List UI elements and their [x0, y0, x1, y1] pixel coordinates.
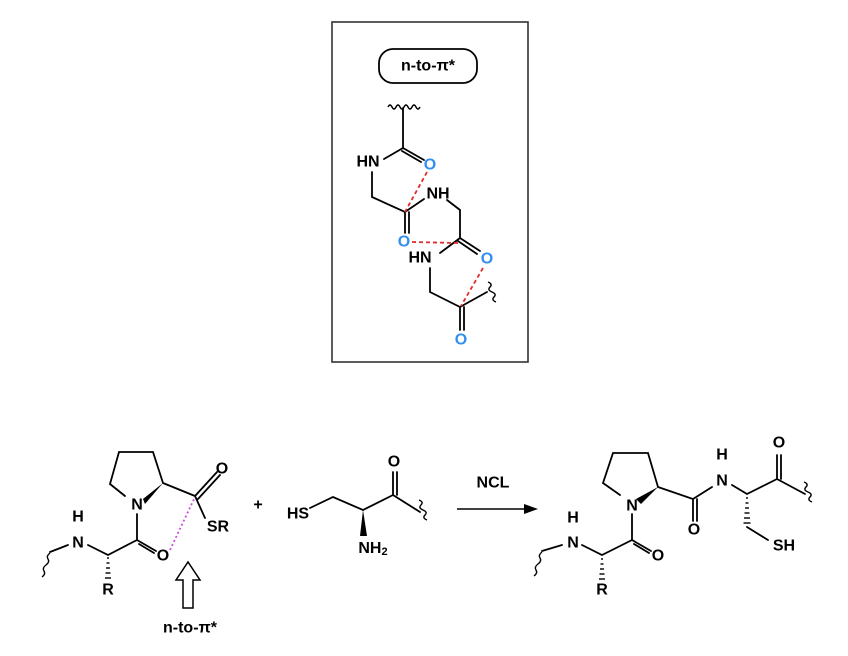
n-label: N — [567, 535, 579, 552]
annotation-label: n-to-π* — [163, 620, 218, 637]
hn-label: HN — [408, 250, 431, 267]
oxygen-label: O — [455, 332, 467, 349]
reaction-arrow: NCL — [457, 475, 538, 514]
n-label: N — [626, 498, 638, 515]
oxygen-label: O — [773, 435, 785, 452]
wavy-bond-icon — [803, 481, 813, 503]
r-label: R — [102, 582, 114, 599]
hs-label: HS — [287, 506, 310, 523]
sr-label: SR — [207, 519, 230, 536]
hash-bond — [105, 557, 111, 579]
hn-label: HN — [356, 154, 379, 171]
oxygen-label: O — [652, 548, 664, 565]
n-to-pi-annotation: n-to-π* — [163, 560, 218, 637]
n-label: N — [72, 535, 84, 552]
nh-label: NH — [426, 186, 449, 203]
reactant-proline-thioester: H N R O N O SR — [41, 451, 230, 599]
wavy-bond-icon — [487, 281, 497, 303]
title-pill — [378, 48, 478, 84]
wedge-bond — [360, 510, 367, 536]
sh-label: SH — [773, 538, 795, 555]
box-title: n-to-π* — [401, 58, 456, 75]
n-to-pi-star-box: n-to-π* HN O NH O HN O O — [331, 21, 529, 363]
plus-sign: + — [253, 497, 262, 514]
n-to-pi-interaction — [411, 241, 459, 244]
h-label: H — [567, 510, 579, 527]
hash-bond — [599, 497, 751, 580]
wavy-bond-icon — [533, 551, 543, 577]
wavy-bond-icon — [387, 104, 421, 110]
product-ligated-peptide: H N R O N O H N O SH — [533, 435, 813, 599]
n-label: N — [716, 473, 728, 490]
nh2-label: NH2 — [358, 540, 387, 559]
h-label: H — [716, 447, 728, 464]
open-arrow-icon — [174, 560, 202, 609]
oxygen-label: O — [388, 454, 400, 471]
wavy-bond-icon — [418, 499, 428, 521]
oxygen-label: O — [688, 522, 700, 539]
box-border — [331, 21, 529, 363]
arrow-head-icon — [524, 504, 538, 514]
n-label: N — [131, 497, 143, 514]
r-label: R — [596, 582, 608, 599]
oxygen-label: O — [216, 461, 228, 478]
n-to-pi-interaction — [460, 267, 484, 307]
wedge-bond — [636, 487, 658, 504]
oxygen-label: O — [424, 157, 436, 174]
h-label: H — [72, 509, 84, 526]
reaction-label: NCL — [477, 475, 510, 492]
reactant-cysteine: HS NH2 O — [287, 454, 428, 559]
n-to-pi-interaction — [169, 496, 196, 551]
oxygen-label: O — [398, 234, 410, 251]
n-to-pi-interaction — [404, 171, 428, 213]
oxygen-label: O — [157, 548, 169, 565]
wavy-bond-icon — [41, 552, 51, 578]
wedge-bond — [143, 483, 163, 504]
oxygen-label: O — [481, 251, 493, 268]
peptide-backbone: HN O NH O HN O O — [356, 104, 497, 349]
